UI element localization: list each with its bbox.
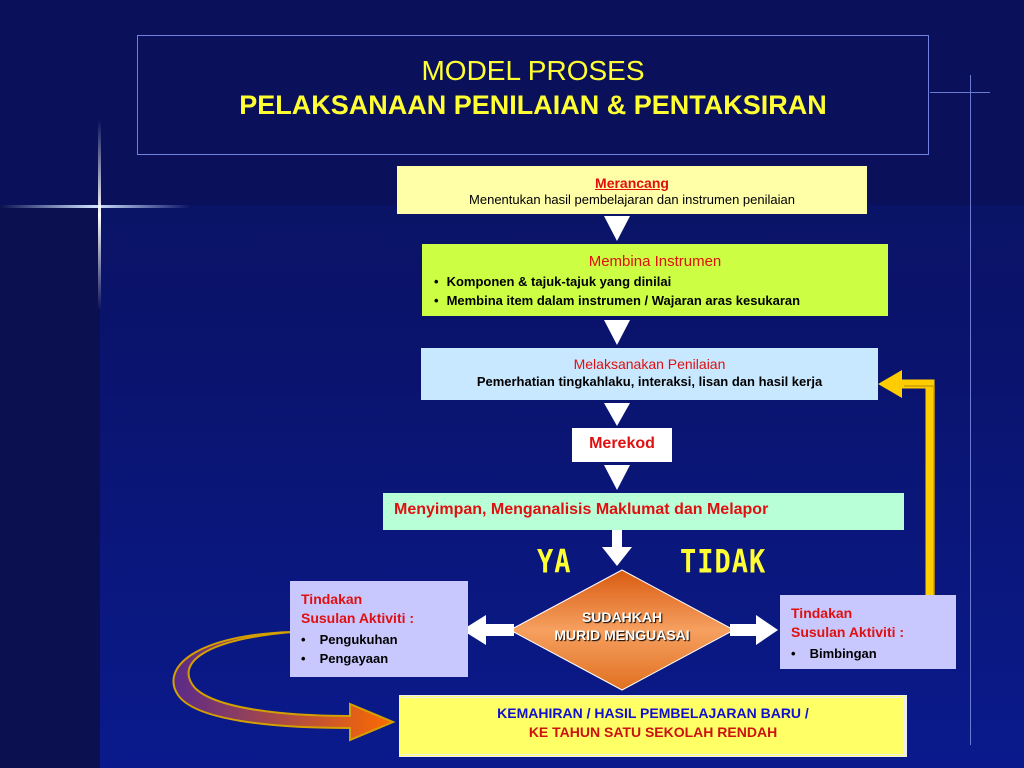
step-merancang: Merancang Menentukan hasil pembelajaran … xyxy=(397,166,867,214)
list-item: Membina item dalam instrumen / Wajaran a… xyxy=(434,291,888,310)
title-line-1: MODEL PROSES xyxy=(421,55,645,86)
label-ya: YA xyxy=(537,543,572,582)
curved-arrow-to-final xyxy=(172,631,396,742)
tindakan-right-heading-2: Susulan Aktiviti : xyxy=(791,624,905,640)
decision-line-1: SUDAHKAH xyxy=(581,609,663,625)
label-tidak: TIDAK xyxy=(680,543,767,582)
arrow-down-1 xyxy=(604,216,630,241)
tindakan-right-heading-1: Tindakan xyxy=(791,605,853,621)
final-line-1: KEMAHIRAN / HASIL PEMBELAJARAN BARU / xyxy=(497,705,809,721)
tindakan-right: Tindakan Susulan Aktiviti : Bimbingan xyxy=(780,595,956,669)
tindakan-left-heading-1: Tindakan xyxy=(301,591,363,607)
arrow-left-head xyxy=(462,615,486,645)
decision-diamond xyxy=(508,569,736,691)
arrow-right-shaft xyxy=(730,624,760,636)
step-merancang-text: Menentukan hasil pembelajaran dan instru… xyxy=(469,192,795,207)
tindakan-left-heading-2: Susulan Aktiviti : xyxy=(301,610,415,626)
feedback-loop-arrow xyxy=(900,379,935,595)
step-melaksanakan-text: Pemerhatian tingkahlaku, interaksi, lisa… xyxy=(476,374,823,389)
decision-line-2: MURID MENGUASAI xyxy=(554,627,690,643)
arrow-down-5-head xyxy=(602,547,632,566)
step-melaksanakan-penilaian: Melaksanakan Penilaian Pemerhatian tingk… xyxy=(421,348,878,400)
step-menyimpan: Menyimpan, Menganalisis Maklumat dan Mel… xyxy=(383,493,904,530)
arrow-down-4 xyxy=(604,465,630,490)
tindakan-left-list: Pengukuhan Pengayaan xyxy=(301,630,468,668)
decor-vertical-line xyxy=(970,75,971,745)
sparkle-horizontal xyxy=(0,205,190,208)
step-merekod: Merekod xyxy=(572,428,672,462)
step-membina-instrumen: Membina Instrumen Komponen & tajuk-tajuk… xyxy=(422,244,888,316)
step-merancang-heading: Merancang xyxy=(595,175,669,191)
final-line-2: KE TAHUN SATU SEKOLAH RENDAH xyxy=(528,724,778,740)
decision-text: SUDAHKAH MURID MENGUASAI xyxy=(512,608,732,644)
sparkle-vertical xyxy=(98,120,101,310)
arrow-down-3 xyxy=(604,403,630,426)
decor-horizontal-line xyxy=(930,92,990,93)
arrow-down-5-shaft xyxy=(612,530,622,550)
feedback-loop-head xyxy=(878,370,902,398)
arrow-down-2 xyxy=(604,320,630,345)
tindakan-right-list: Bimbingan xyxy=(791,644,956,663)
step-merekod-heading: Merekod xyxy=(589,435,655,452)
step-membina-list: Komponen & tajuk-tajuk yang dinilai Memb… xyxy=(422,272,888,310)
list-item: Pengukuhan xyxy=(301,630,468,649)
title-line-2: PELAKSANAAN PENILAIAN & PENTAKSIRAN xyxy=(239,90,827,120)
step-membina-heading: Membina Instrumen xyxy=(588,253,722,270)
list-item: Bimbingan xyxy=(791,644,956,663)
final-box: KEMAHIRAN / HASIL PEMBELAJARAN BARU / KE… xyxy=(399,695,907,757)
tindakan-left: Tindakan Susulan Aktiviti : Pengukuhan P… xyxy=(290,581,468,677)
title-box: MODEL PROSES PELAKSANAAN PENILAIAN & PEN… xyxy=(137,35,929,155)
background-left-band xyxy=(0,205,100,768)
step-menyimpan-heading: Menyimpan, Menganalisis Maklumat dan Mel… xyxy=(394,501,769,518)
arrow-left-shaft xyxy=(482,624,514,636)
step-melaksanakan-heading: Melaksanakan Penilaian xyxy=(573,356,726,372)
list-item: Pengayaan xyxy=(301,649,468,668)
arrow-right-head xyxy=(756,615,778,645)
list-item: Komponen & tajuk-tajuk yang dinilai xyxy=(434,272,888,291)
